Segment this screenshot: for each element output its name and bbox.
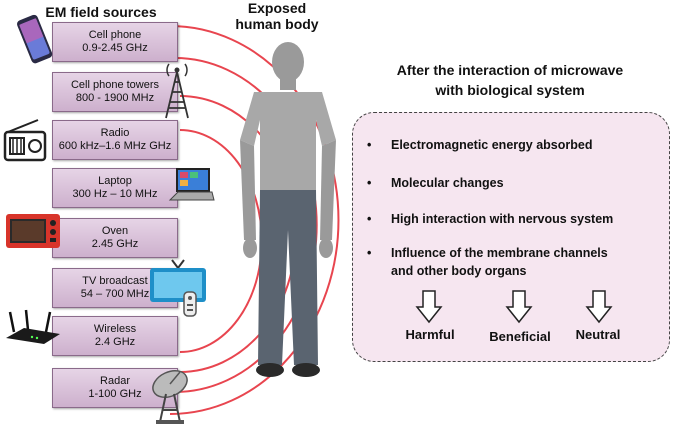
effect-text: Electromagnetic energy absorbed: [391, 138, 593, 152]
source-range: 300 Hz – 10 MHz: [72, 188, 158, 200]
body-heading-line1: Exposed: [247, 0, 307, 16]
body-heading-line2: human body: [235, 16, 319, 32]
source-name: TV broadcast: [82, 275, 148, 287]
source-range: 1-100 GHz: [88, 388, 142, 400]
interaction-title: After the interaction of microwave with …: [360, 60, 660, 100]
effect-bullet: • High interaction with nervous system: [367, 211, 614, 228]
source-box-oven: Oven 2.45 GHz: [52, 218, 178, 258]
outcome-beneficial: Beneficial: [489, 329, 551, 344]
source-name: Radio: [100, 127, 130, 139]
effect-text: Influence of the membrane channels: [391, 246, 608, 260]
effect-bullet: • Molecular changes: [367, 175, 504, 192]
tv-icon: [150, 259, 206, 317]
wave-arc-1: [169, 25, 340, 415]
radar-dish-icon: [152, 369, 188, 424]
effect-text: and other body organs: [391, 264, 527, 278]
bullet-dot: •: [367, 138, 372, 152]
oven-icon: [6, 214, 60, 248]
source-name: Oven: [101, 225, 129, 237]
source-range: 600 kHz–1.6 MHz GHz: [58, 140, 172, 152]
effect-text: Molecular changes: [391, 176, 504, 190]
outcome-neutral: Neutral: [575, 327, 621, 342]
source-box-radio: Radio 600 kHz–1.6 MHz GHz: [52, 120, 178, 160]
source-range: 54 – 700 MHz: [80, 288, 150, 300]
laptop-icon: [168, 168, 215, 201]
router-icon: [6, 309, 60, 344]
bullet-dot: •: [367, 246, 372, 260]
outcome-harmful: Harmful: [405, 327, 455, 342]
effect-bullet-continuation: and other body organs: [391, 263, 526, 280]
effect-bullet: • Influence of the membrane channels: [367, 245, 608, 262]
source-name: Cell phone: [88, 29, 142, 41]
source-box-wireless: Wireless 2.4 GHz: [52, 316, 178, 356]
bullet-dot: •: [367, 212, 372, 226]
down-arrow-icon: [415, 290, 443, 324]
source-name: Cell phone towers: [70, 79, 160, 91]
source-name: Radar: [100, 375, 130, 387]
source-range: 800 - 1900 MHz: [75, 92, 155, 104]
effect-text: High interaction with nervous system: [391, 212, 614, 226]
source-name: Wireless: [93, 323, 137, 335]
wave-arc-2: [174, 57, 318, 393]
cell-tower-icon: [165, 63, 189, 119]
body-heading: Exposed human body: [232, 0, 322, 32]
source-box-cell-phone: Cell phone 0.9-2.45 GHz: [52, 22, 178, 62]
source-name: Laptop: [98, 175, 132, 187]
human-body-figure: [240, 42, 336, 377]
source-box-laptop: Laptop 300 Hz – 10 MHz: [52, 168, 178, 208]
radio-icon: [3, 119, 47, 162]
interaction-title-line2: with biological system: [435, 82, 585, 98]
source-range: 2.45 GHz: [91, 238, 139, 250]
down-arrow-icon: [505, 290, 533, 324]
interaction-title-line1: After the interaction of microwave: [396, 62, 624, 78]
bullet-dot: •: [367, 176, 372, 190]
effect-bullet: • Electromagnetic energy absorbed: [367, 137, 593, 154]
down-arrow-icon: [585, 290, 613, 324]
effects-panel: • Electromagnetic energy absorbed • Mole…: [352, 112, 670, 362]
cell-phone-icon: [17, 14, 53, 64]
source-range: 0.9-2.45 GHz: [82, 42, 148, 54]
source-range: 2.4 GHz: [94, 336, 136, 348]
sources-heading: EM field sources: [45, 4, 157, 20]
